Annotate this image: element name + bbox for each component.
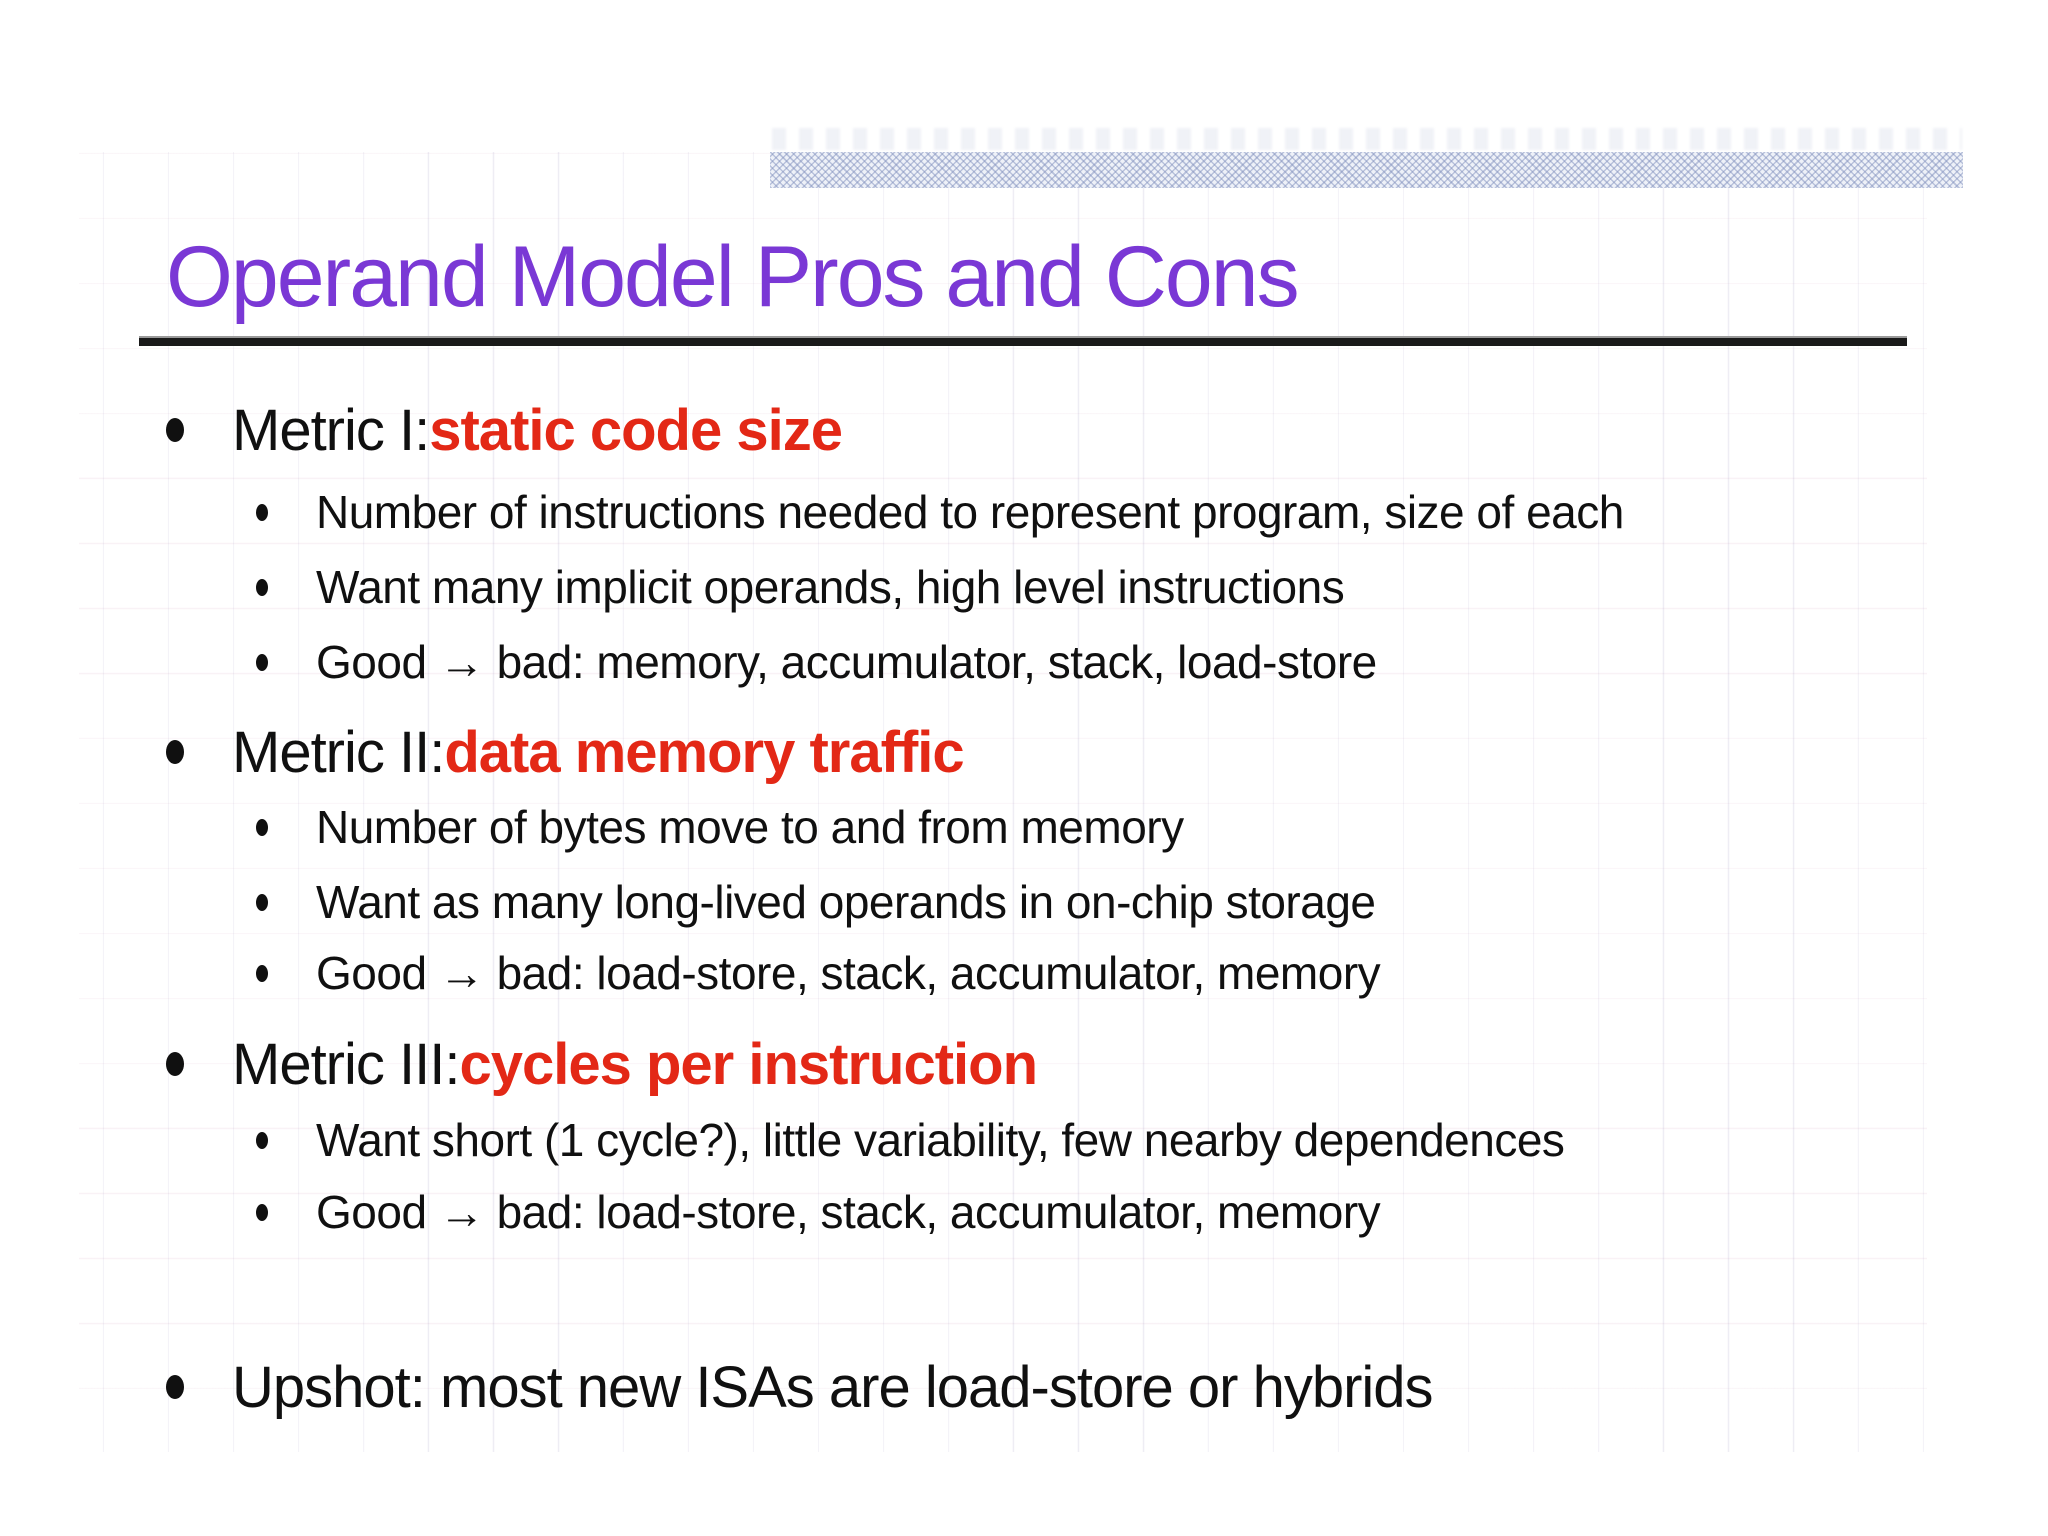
sub-bullet-item: Good → bad: memory, accumulator, stack, … — [256, 633, 1377, 691]
bullet-icon — [256, 653, 268, 671]
sub-bullet-text: Number of instructions needed to represe… — [316, 486, 1624, 538]
bullet-icon — [166, 740, 184, 764]
sub-bullet-item: Want as many long-lived operands in on-c… — [256, 873, 1376, 931]
metric-highlight: static code size — [429, 397, 843, 463]
sub-bullet-item: Number of instructions needed to represe… — [256, 483, 1624, 541]
bullet-icon — [166, 1052, 184, 1076]
title-underline — [139, 336, 1907, 346]
metric-highlight: data memory traffic — [444, 719, 964, 785]
metric-label: Metric II: — [232, 719, 445, 785]
sub-bullet-item: Number of bytes move to and from memory — [256, 798, 1184, 856]
bullet-icon — [256, 893, 268, 911]
metric-heading: Metric II: data memory traffic — [166, 717, 965, 787]
sub-bullet-item: Good → bad: load-store, stack, accumulat… — [256, 944, 1381, 1002]
sub-bullet-item: Want many implicit operands, high level … — [256, 558, 1345, 616]
sub-bullet-text: Good → bad: load-store, stack, accumulat… — [316, 1186, 1381, 1238]
sub-bullet-text: Good → bad: memory, accumulator, stack, … — [316, 636, 1377, 688]
bullet-icon — [166, 418, 184, 442]
upshot-item: Upshot: most new ISAs are load-store or … — [166, 1352, 1434, 1422]
metric-label: Metric III: — [232, 1031, 460, 1097]
ghost-text-band — [772, 128, 1962, 150]
bullet-icon — [166, 1375, 184, 1399]
metric-label: Metric I: — [232, 397, 430, 463]
bullet-icon — [256, 964, 268, 982]
metric-heading: Metric I: static code size — [166, 395, 843, 465]
sub-bullet-text: Want as many long-lived operands in on-c… — [316, 876, 1376, 928]
grid-background — [79, 152, 1927, 1452]
metric-highlight: cycles per instruction — [459, 1031, 1038, 1097]
sub-bullet-text: Good → bad: load-store, stack, accumulat… — [316, 947, 1381, 999]
slide-title: Operand Model Pros and Cons — [166, 229, 1300, 325]
bullet-icon — [256, 1131, 268, 1149]
hatched-band — [770, 152, 1963, 188]
bullet-icon — [256, 503, 268, 521]
bullet-icon — [256, 818, 268, 836]
bullet-icon — [256, 1203, 268, 1221]
sub-bullet-item: Good → bad: load-store, stack, accumulat… — [256, 1183, 1381, 1241]
sub-bullet-text: Number of bytes move to and from memory — [316, 801, 1184, 853]
sub-bullet-text: Want many implicit operands, high level … — [316, 561, 1345, 613]
metric-heading: Metric III: cycles per instruction — [166, 1029, 1038, 1099]
sub-bullet-item: Want short (1 cycle?), little variabilit… — [256, 1111, 1565, 1169]
upshot-text: Upshot: most new ISAs are load-store or … — [232, 1354, 1434, 1420]
sub-bullet-text: Want short (1 cycle?), little variabilit… — [316, 1114, 1565, 1166]
bullet-icon — [256, 578, 268, 596]
